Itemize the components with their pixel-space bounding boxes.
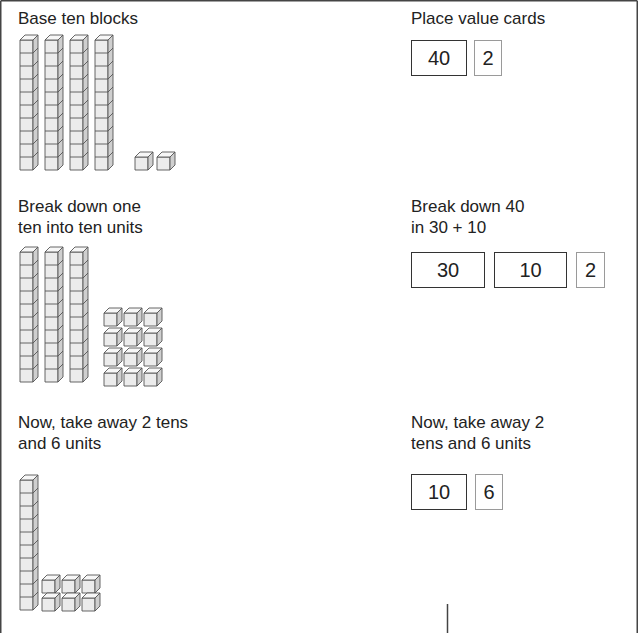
card-number: 30: [437, 258, 459, 282]
section-heading: Now, take away 2 tens and 6 units: [411, 412, 556, 454]
place-value-card: 30: [411, 252, 485, 288]
unit-cube: [104, 328, 122, 346]
place-value-card: 2: [474, 40, 502, 76]
section-heading: Now, take away 2 tens and 6 units: [18, 412, 208, 454]
unit-cube: [157, 152, 175, 170]
unit-cube: [124, 368, 142, 386]
unit-cube: [124, 308, 142, 326]
unit-cube: [135, 152, 153, 170]
section-heading: Break down one ten into ten units: [18, 196, 163, 238]
section-heading: Base ten blocks: [18, 8, 258, 29]
unit-cube: [104, 368, 122, 386]
card-number: 2: [585, 258, 596, 282]
section-heading: Break down 40 in 30 + 10: [411, 196, 536, 238]
ten-rod: [70, 247, 88, 382]
unit-cube: [124, 348, 142, 366]
place-value-card: 6: [475, 474, 503, 510]
unit-cube: [62, 575, 80, 593]
unit-cube: [144, 308, 162, 326]
card-number: 10: [519, 258, 541, 282]
unit-cube: [104, 308, 122, 326]
ten-rod: [20, 475, 38, 610]
unit-cube: [42, 575, 60, 593]
unit-cube: [62, 593, 80, 611]
card-number: 6: [483, 480, 494, 504]
unit-cube: [104, 348, 122, 366]
unit-cube: [82, 593, 100, 611]
card-number: 10: [428, 480, 450, 504]
place-value-card: 10: [411, 474, 467, 510]
place-value-card: 10: [494, 252, 567, 288]
unit-cube: [144, 348, 162, 366]
ten-rod: [70, 35, 88, 170]
section-heading: Place value cards: [411, 8, 621, 29]
base-ten-blocks: [20, 35, 175, 611]
unit-cube: [82, 575, 100, 593]
unit-cube: [124, 328, 142, 346]
unit-cube: [144, 328, 162, 346]
ten-rod: [95, 35, 113, 170]
place-value-card: 40: [411, 40, 467, 76]
unit-cube: [42, 593, 60, 611]
place-value-card: 2: [576, 252, 605, 288]
ten-rod: [45, 35, 63, 170]
ten-rod: [45, 247, 63, 382]
card-number: 40: [428, 46, 450, 70]
card-number: 2: [482, 46, 493, 70]
unit-cube: [144, 368, 162, 386]
ten-rod: [20, 35, 38, 170]
ten-rod: [20, 247, 38, 382]
